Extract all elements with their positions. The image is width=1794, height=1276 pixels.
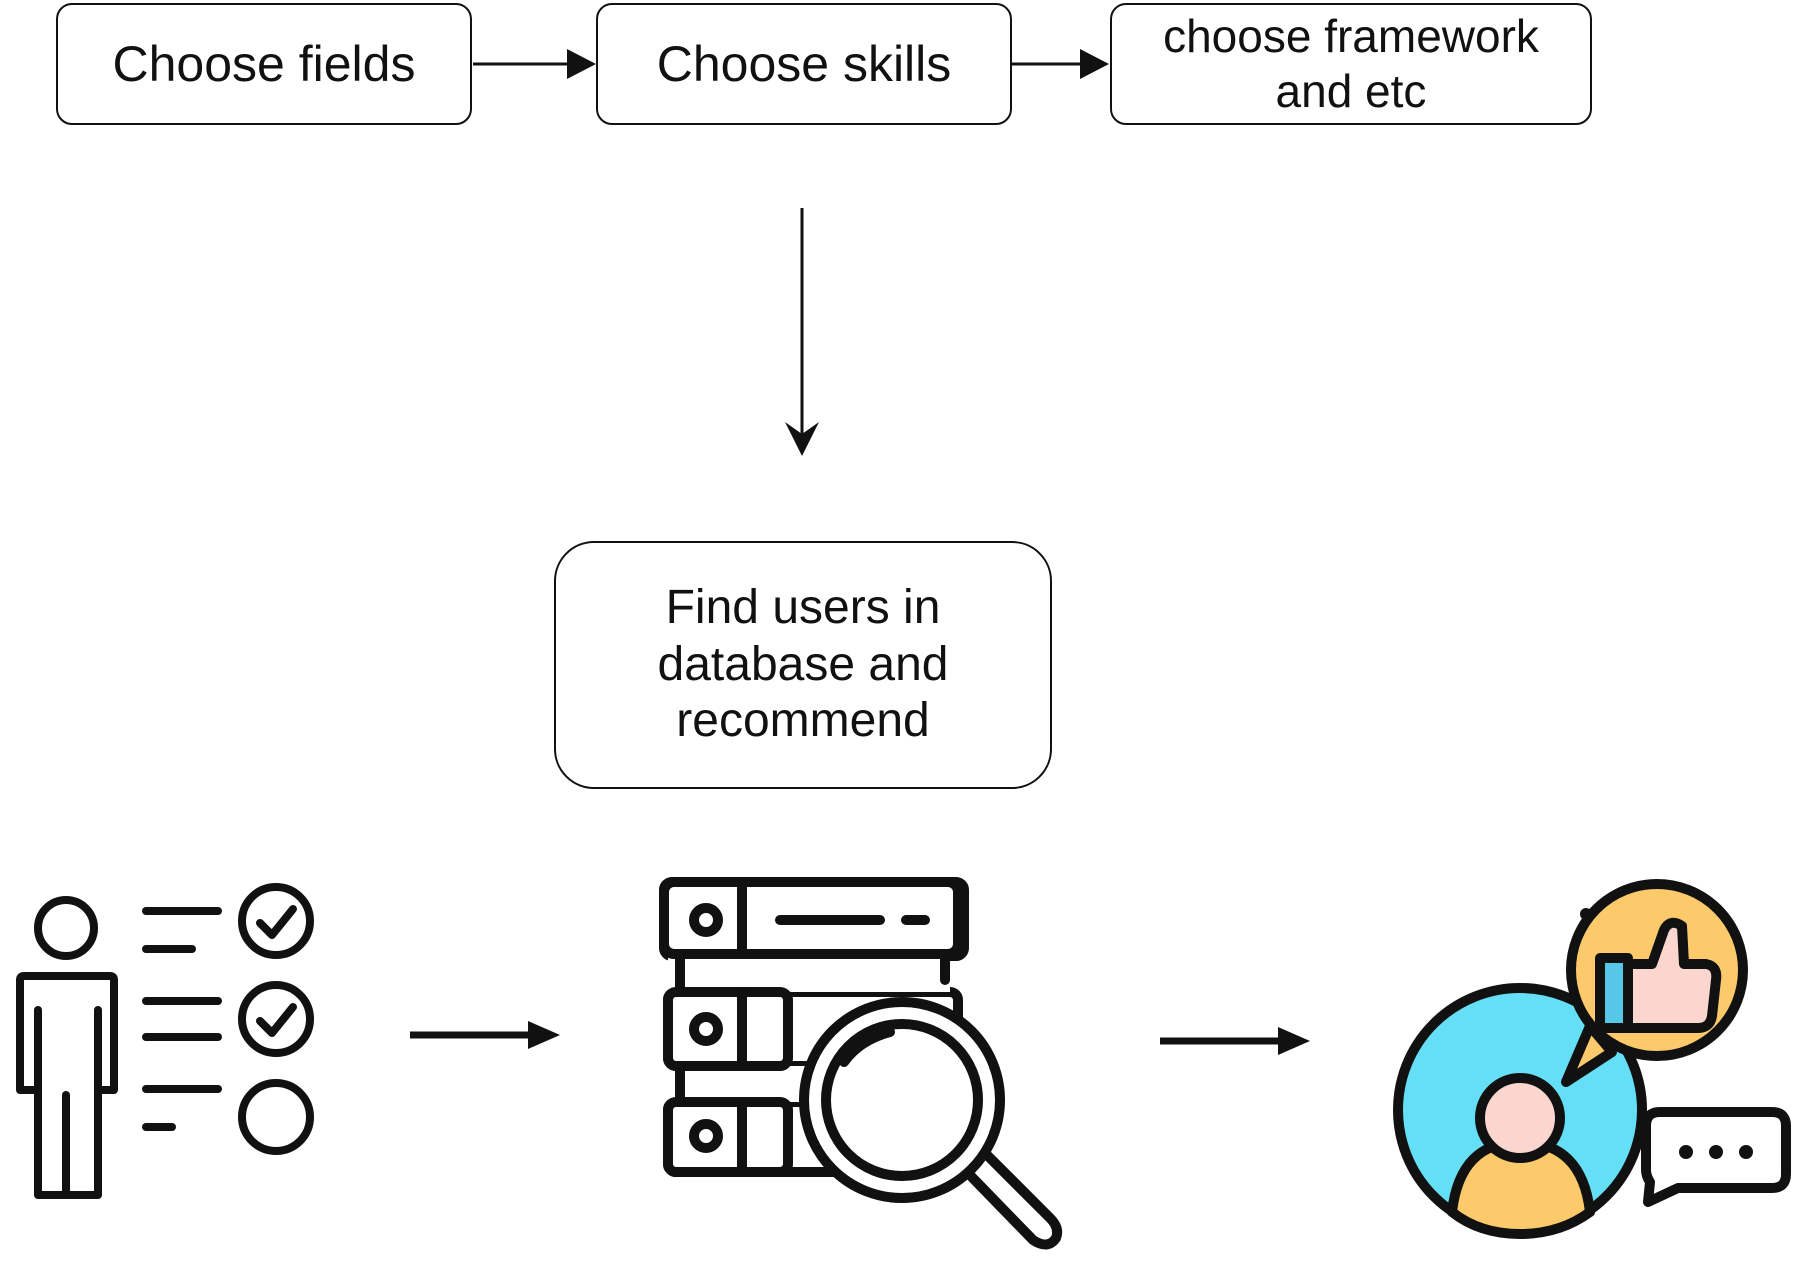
choose-framework-box: choose framework and etc (1110, 3, 1592, 125)
arrow-fields-to-skills (473, 49, 596, 79)
arrow-skills-to-framework (1012, 49, 1109, 79)
arrow-down-to-find (785, 208, 819, 456)
choose-skills-box: Choose skills (596, 3, 1012, 125)
choose-fields-label: Choose fields (112, 36, 416, 92)
choose-fields-box: Choose fields (56, 3, 472, 125)
find-users-box: Find users in database and recommend (554, 541, 1052, 789)
arrow-checklist-to-database (410, 1021, 560, 1049)
choose-skills-label: Choose skills (656, 36, 952, 92)
choose-framework-label: choose framework and etc (1163, 9, 1539, 117)
find-users-label: Find users in database and recommend (657, 581, 949, 748)
arrow-database-to-recommend (1160, 1027, 1310, 1055)
